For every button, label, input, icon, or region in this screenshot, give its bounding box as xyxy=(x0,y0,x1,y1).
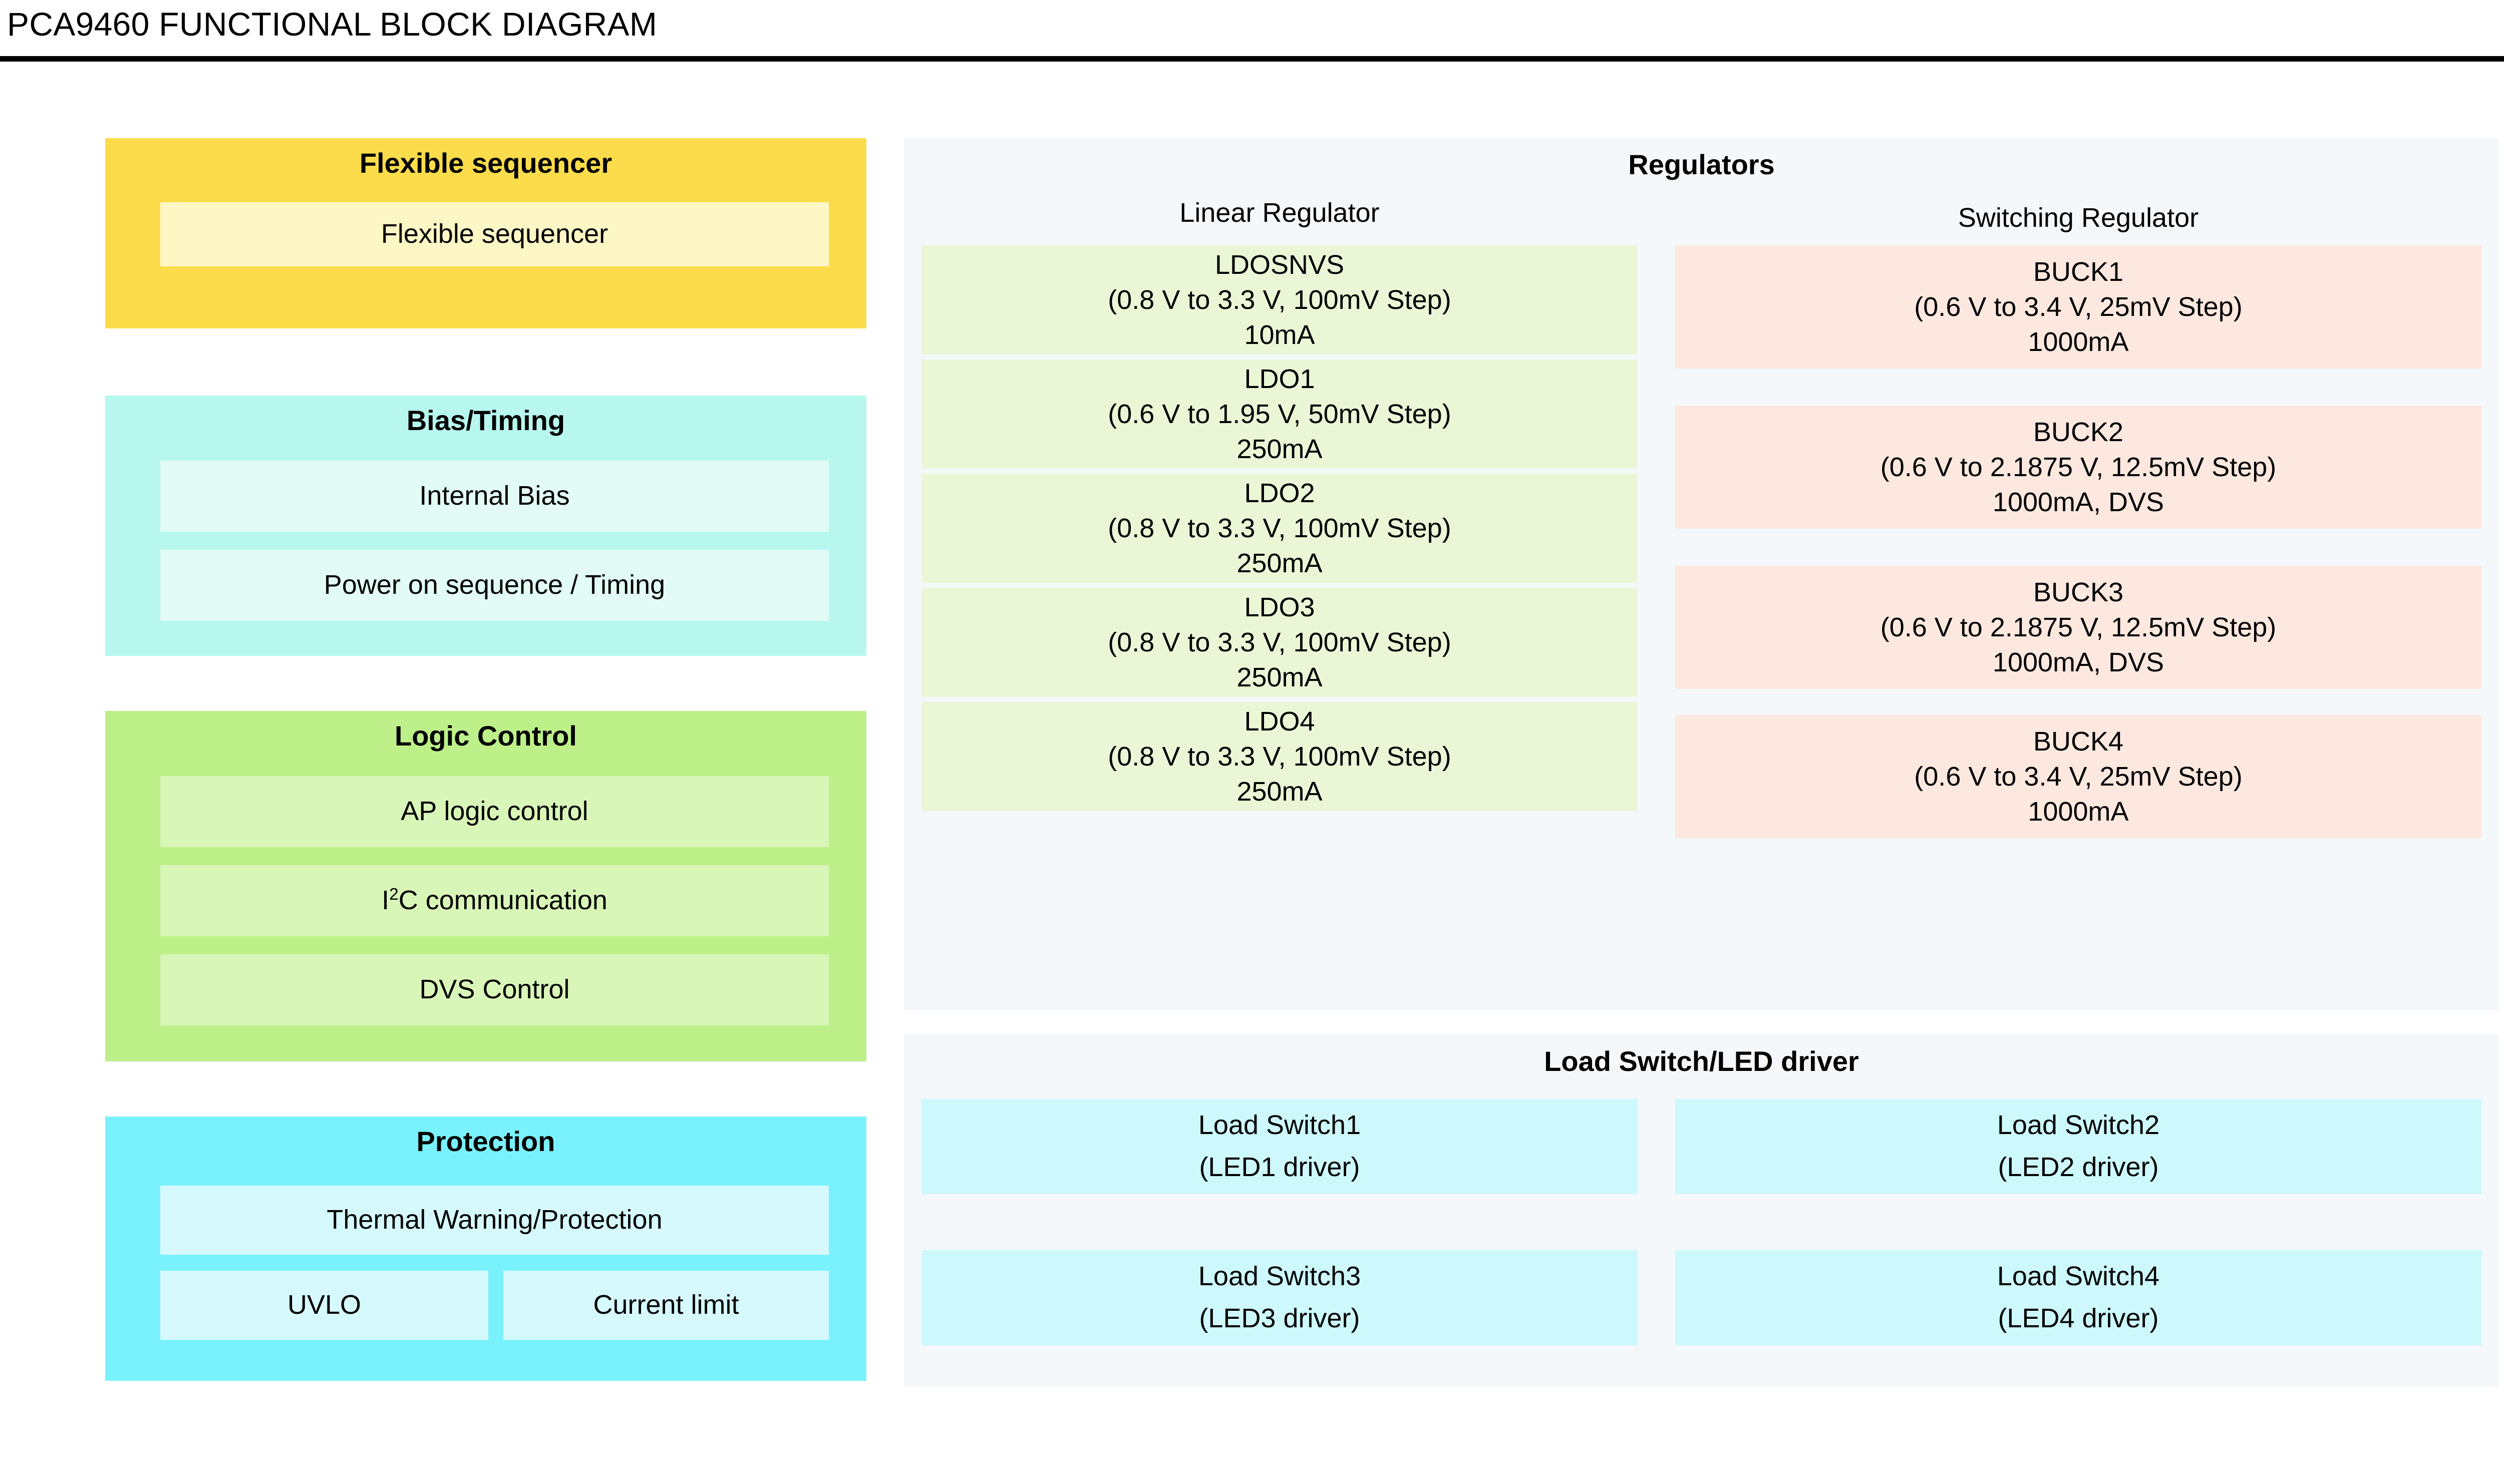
regulator-box-buck2: BUCK2 (0.6 V to 2.1875 V, 12.5mV Step) 1… xyxy=(1675,406,2481,529)
block-title-flexible-sequencer: Flexible sequencer xyxy=(359,147,612,179)
regulator-current: 1000mA, DVS xyxy=(1992,487,2164,518)
panel-load-switch-led-driver: Load Switch/LED driver Load Switch1 (LED… xyxy=(904,1034,2499,1387)
panel-title-regulators: Regulators xyxy=(1628,149,1775,180)
regulator-range: (0.6 V to 3.4 V, 25mV Step) xyxy=(1914,761,2243,792)
load-switch-name: Load Switch3 xyxy=(1198,1261,1361,1292)
sub-block-i2c-communication: I2C communication xyxy=(160,865,829,936)
regulator-current: 1000mA, DVS xyxy=(1992,647,2164,678)
sub-block-power-on-sequence-timing: Power on sequence / Timing xyxy=(160,550,829,621)
load-switch-box-2: Load Switch2 (LED2 driver) xyxy=(1675,1099,2481,1194)
regulator-name: LDO3 xyxy=(1244,592,1315,622)
load-switch-driver: (LED2 driver) xyxy=(1998,1152,2159,1182)
regulator-name: BUCK3 xyxy=(2033,577,2124,607)
block-title-logic-control: Logic Control xyxy=(395,720,577,752)
regulator-box-ldo3: LDO3 (0.8 V to 3.3 V, 100mV Step) 250mA xyxy=(921,588,1638,697)
sub-block-ap-logic-control: AP logic control xyxy=(160,776,829,847)
regulator-name: BUCK4 xyxy=(2033,726,2124,757)
regulator-range: (0.8 V to 3.3 V, 100mV Step) xyxy=(1108,741,1451,772)
i2c-superscript: 2 xyxy=(389,885,399,904)
regulator-range: (0.8 V to 3.3 V, 100mV Step) xyxy=(1108,627,1451,657)
sub-block-internal-bias: Internal Bias xyxy=(160,461,829,532)
regulator-range: (0.8 V to 3.3 V, 100mV Step) xyxy=(1108,284,1451,315)
regulator-name: LDO2 xyxy=(1244,478,1315,508)
regulator-range: (0.6 V to 2.1875 V, 12.5mV Step) xyxy=(1880,612,2277,642)
regulator-current: 1000mA xyxy=(2028,327,2129,357)
sub-block-current-limit: Current limit xyxy=(503,1271,829,1340)
regulator-box-ldo4: LDO4 (0.8 V to 3.3 V, 100mV Step) 250mA xyxy=(921,702,1638,811)
regulator-current: 10mA xyxy=(1244,320,1315,350)
load-switch-box-1: Load Switch1 (LED1 driver) xyxy=(921,1099,1638,1194)
block-flexible-sequencer: Flexible sequencer Flexible sequencer xyxy=(105,138,866,328)
load-switch-driver: (LED1 driver) xyxy=(1199,1152,1360,1182)
regulator-name: LDOSNVS xyxy=(1214,249,1345,280)
regulator-range: (0.8 V to 3.3 V, 100mV Step) xyxy=(1108,513,1451,543)
regulator-box-ldo1: LDO1 (0.6 V to 1.95 V, 50mV Step) 250mA xyxy=(921,359,1638,469)
regulator-current: 250mA xyxy=(1236,662,1323,693)
column-heading-switching-regulator: Switching Regulator xyxy=(1958,203,2199,233)
block-title-protection: Protection xyxy=(416,1126,555,1157)
load-switch-name: Load Switch4 xyxy=(1997,1261,2160,1292)
regulator-range: (0.6 V to 1.95 V, 50mV Step) xyxy=(1108,399,1451,429)
panel-title-load-switch-led-driver: Load Switch/LED driver xyxy=(1544,1045,1859,1077)
block-protection: Protection Thermal Warning/Protection UV… xyxy=(105,1117,866,1381)
regulator-box-buck3: BUCK3 (0.6 V to 2.1875 V, 12.5mV Step) 1… xyxy=(1675,566,2481,689)
sub-block-thermal-warning-protection: Thermal Warning/Protection xyxy=(160,1186,829,1255)
regulator-name: LDO4 xyxy=(1244,706,1315,736)
regulator-name: LDO1 xyxy=(1244,363,1315,394)
regulator-name: BUCK2 xyxy=(2033,417,2124,447)
regulator-current: 250mA xyxy=(1236,548,1323,579)
panel-regulators: Regulators Linear Regulator Switching Re… xyxy=(904,138,2499,1010)
load-switch-driver: (LED4 driver) xyxy=(1998,1303,2159,1333)
sub-block-flexible-sequencer: Flexible sequencer xyxy=(160,202,829,266)
block-bias-timing: Bias/Timing Internal Bias Power on seque… xyxy=(105,396,866,656)
regulator-current: 1000mA xyxy=(2028,797,2129,827)
load-switch-driver: (LED3 driver) xyxy=(1199,1303,1360,1333)
load-switch-box-4: Load Switch4 (LED4 driver) xyxy=(1675,1250,2481,1345)
block-title-bias-timing: Bias/Timing xyxy=(406,405,565,436)
regulator-box-ldo2: LDO2 (0.8 V to 3.3 V, 100mV Step) 250mA xyxy=(921,474,1638,583)
column-heading-linear-regulator: Linear Regulator xyxy=(1179,198,1380,228)
title-divider xyxy=(0,56,2504,62)
title-area: PCA9460 FUNCTIONAL BLOCK DIAGRAM xyxy=(0,0,2504,64)
load-switch-name: Load Switch2 xyxy=(1997,1110,2160,1141)
regulator-name: BUCK1 xyxy=(2033,256,2124,287)
regulator-box-ldosnvs: LDOSNVS (0.8 V to 3.3 V, 100mV Step) 10m… xyxy=(921,245,1638,354)
regulator-box-buck1: BUCK1 (0.6 V to 3.4 V, 25mV Step) 1000mA xyxy=(1675,245,2481,368)
load-switch-name: Load Switch1 xyxy=(1198,1110,1361,1141)
sub-block-dvs-control: DVS Control xyxy=(160,954,829,1025)
regulator-current: 250mA xyxy=(1236,434,1323,465)
sub-block-uvlo: UVLO xyxy=(160,1271,488,1340)
i2c-label: I2C communication xyxy=(382,885,607,916)
block-logic-control: Logic Control AP logic control I2C commu… xyxy=(105,711,866,1061)
regulator-range: (0.6 V to 3.4 V, 25mV Step) xyxy=(1914,291,2243,322)
regulator-box-buck4: BUCK4 (0.6 V to 3.4 V, 25mV Step) 1000mA xyxy=(1675,715,2481,838)
regulator-range: (0.6 V to 2.1875 V, 12.5mV Step) xyxy=(1880,452,2277,482)
regulator-current: 250mA xyxy=(1236,777,1323,807)
page-title: PCA9460 FUNCTIONAL BLOCK DIAGRAM xyxy=(7,6,658,43)
load-switch-box-3: Load Switch3 (LED3 driver) xyxy=(921,1250,1638,1345)
